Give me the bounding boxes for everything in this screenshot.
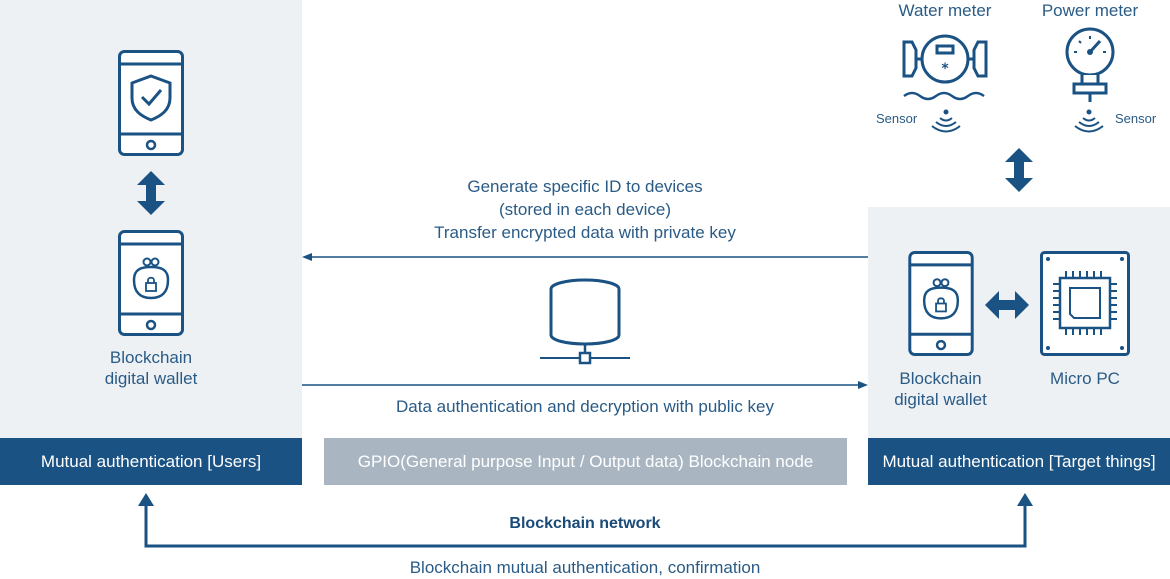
sensor-left-label: Sensor: [876, 111, 918, 126]
double-arrow-icon: [1005, 148, 1033, 192]
double-arrow-icon: [137, 171, 165, 215]
users-wallet-label: Blockchain digital wallet: [104, 348, 198, 388]
users-auth-bar: Mutual authentication [Users]: [0, 438, 302, 485]
center-top-text: Generate specific ID to devices (stored …: [434, 177, 736, 242]
blockchain-network-label: Blockchain network: [509, 515, 661, 532]
horizontal-double-arrow-icon: [985, 291, 1029, 319]
things-wallet-label: Blockchain digital wallet: [894, 369, 987, 409]
node-bar: GPIO(General purpose Input / Output data…: [324, 438, 847, 485]
power-meter-icon: [1065, 27, 1115, 102]
phone-wallet-icon: [908, 251, 974, 356]
power-meter-label: Power meter: [1041, 1, 1139, 20]
bottom-caption: Blockchain mutual authentication, confir…: [409, 558, 761, 577]
sensor-wave-icon: [1074, 109, 1104, 133]
sensor-wave-icon: [931, 109, 961, 133]
center-bottom-text: Data authentication and decryption with …: [395, 397, 774, 416]
phone-shield-icon: [118, 50, 184, 156]
svg-text:*: *: [941, 61, 949, 77]
sensor-right-label: Sensor: [1115, 111, 1157, 126]
water-meter-label: Water meter: [898, 1, 992, 20]
microchip-icon: [1040, 251, 1130, 356]
phone-wallet-icon: [118, 230, 184, 336]
arrow-to-things: [302, 381, 868, 389]
water-meter-icon: *: [902, 34, 988, 101]
arrow-to-users: [302, 253, 868, 261]
server-database-icon: [540, 278, 630, 365]
things-auth-bar: Mutual authentication [Target things]: [868, 438, 1170, 485]
micro-pc-label: Micro PC: [1050, 369, 1120, 388]
network-connector: [138, 493, 1033, 548]
